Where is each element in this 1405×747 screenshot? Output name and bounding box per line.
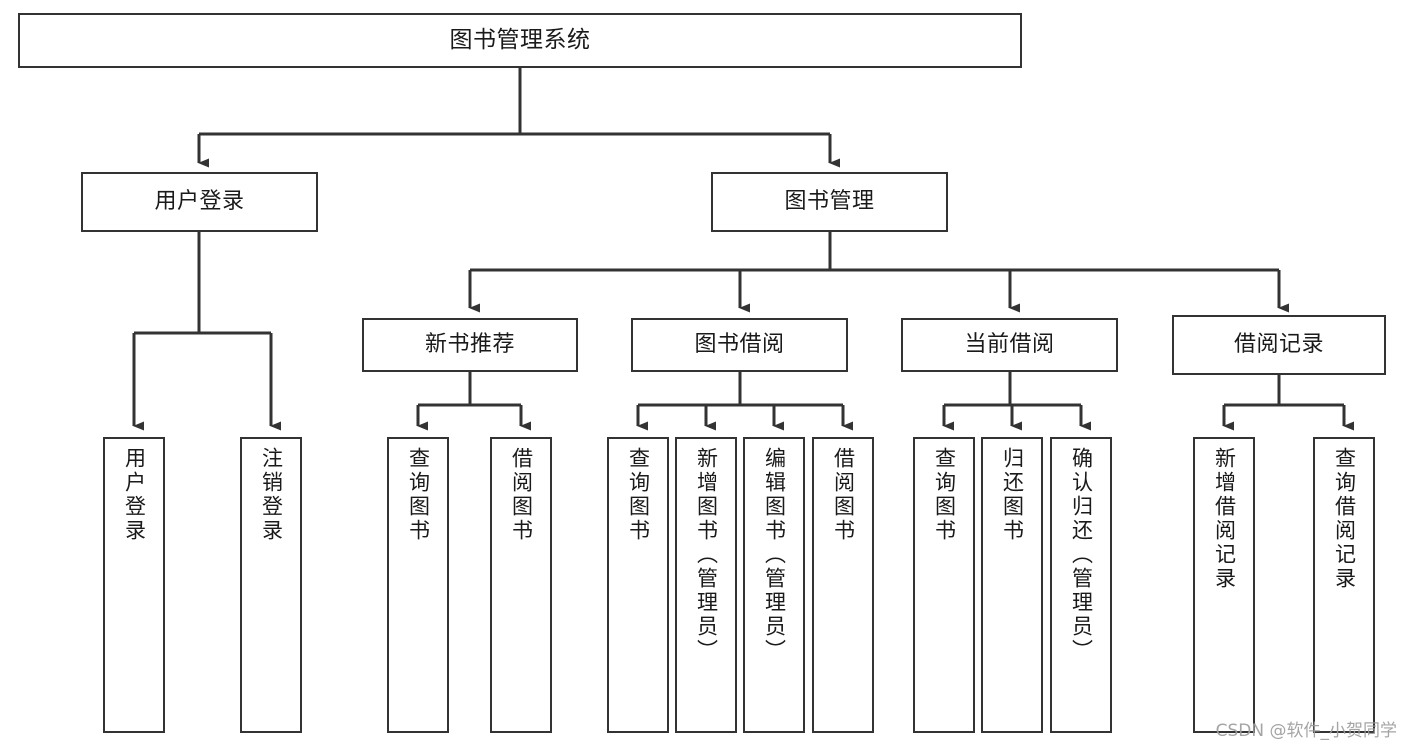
node-label: 查询借阅记录: [1332, 447, 1357, 591]
node-book-borrowing[interactable]: 图书借阅: [631, 318, 848, 372]
node-book-management[interactable]: 图书管理: [711, 172, 948, 232]
node-label: 借阅图书: [831, 447, 856, 543]
node-label: 注销登录: [259, 447, 284, 543]
leaf-borrow-book-1[interactable]: 借阅图书: [490, 437, 552, 733]
node-label: 新书推荐: [424, 332, 515, 358]
leaf-user-login[interactable]: 用户登录: [103, 437, 165, 733]
node-label: 借阅记录: [1233, 332, 1324, 358]
node-label: 新增图书（管理员）: [694, 447, 719, 663]
node-label: 编辑图书（管理员）: [762, 447, 787, 663]
leaf-add-book-admin[interactable]: 新增图书（管理员）: [675, 437, 737, 733]
csdn-watermark: CSDN @软件_小贺同学: [1215, 721, 1397, 741]
node-user-login[interactable]: 用户登录: [81, 172, 318, 232]
leaf-confirm-return-admin[interactable]: 确认归还（管理员）: [1050, 437, 1112, 733]
node-label: 用户登录: [122, 447, 147, 543]
leaf-edit-book-admin[interactable]: 编辑图书（管理员）: [743, 437, 805, 733]
node-label: 新增借阅记录: [1212, 447, 1237, 591]
node-current-borrowing[interactable]: 当前借阅: [901, 318, 1118, 372]
node-new-book-recommendation[interactable]: 新书推荐: [362, 318, 578, 372]
node-label: 当前借阅: [964, 332, 1055, 358]
leaf-return-book[interactable]: 归还图书: [981, 437, 1043, 733]
node-label: 用户登录: [154, 189, 245, 215]
node-label: 确认归还（管理员）: [1069, 447, 1094, 663]
leaf-query-book-2[interactable]: 查询图书: [607, 437, 669, 733]
leaf-query-book-1[interactable]: 查询图书: [387, 437, 449, 733]
node-label: 查询图书: [406, 447, 431, 543]
node-label: 图书借阅: [694, 332, 785, 358]
node-label: 借阅图书: [509, 447, 534, 543]
leaf-add-borrow-record[interactable]: 新增借阅记录: [1193, 437, 1255, 733]
node-label: 归还图书: [1000, 447, 1025, 543]
leaf-logout[interactable]: 注销登录: [240, 437, 302, 733]
leaf-query-book-3[interactable]: 查询图书: [913, 437, 975, 733]
node-label: 查询图书: [932, 447, 957, 543]
node-label: 图书管理: [784, 189, 875, 215]
node-borrowing-record[interactable]: 借阅记录: [1172, 315, 1386, 375]
leaf-query-borrow-record[interactable]: 查询借阅记录: [1313, 437, 1375, 733]
node-root-system[interactable]: 图书管理系统: [18, 13, 1022, 68]
node-label: 图书管理系统: [449, 26, 591, 53]
leaf-borrow-book-2[interactable]: 借阅图书: [812, 437, 874, 733]
node-label: 查询图书: [626, 447, 651, 543]
